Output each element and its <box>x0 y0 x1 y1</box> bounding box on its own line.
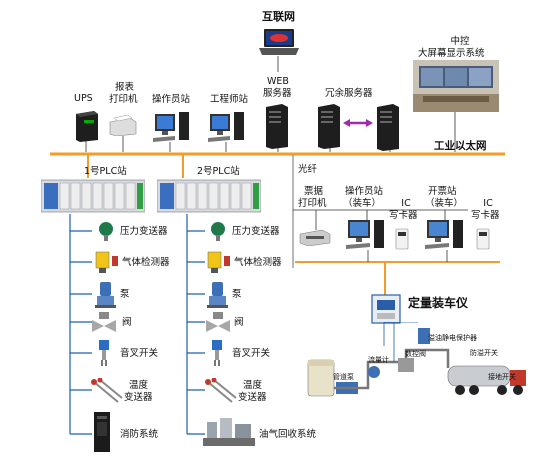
fiber-label: 光纤 <box>298 164 318 175</box>
valve-icon <box>206 312 230 332</box>
workstation-icon <box>208 112 244 142</box>
web-server-label-2: 服务器 <box>263 88 292 99</box>
pump-icon <box>95 282 116 308</box>
redundant-server-label: 冗余服务器 <box>325 88 373 99</box>
plc2-item-vapor-recovery: 油气回收系统 <box>259 429 317 440</box>
engineer-station-label: 工程师站 <box>210 94 249 105</box>
plc1-item-gas-detector: 气体检测器 <box>122 257 170 268</box>
ic-card-reader-icon <box>476 228 490 250</box>
plc1-item-valve: 阀 <box>122 317 132 328</box>
loading-process-diagram <box>307 322 526 397</box>
fire-protection-cabinet-icon <box>94 412 110 452</box>
loading-label-flow-meter: 流量计 <box>368 356 389 364</box>
plc2-item-valve: 阀 <box>234 317 244 328</box>
industrial-ethernet-label: 工业以太网 <box>434 140 487 152</box>
report-printer-label-2: 打印机 <box>109 94 138 105</box>
ticket-station-label-1: 开票站 <box>428 186 457 197</box>
valve-icon <box>92 312 116 332</box>
ic-reader-2-label-b: 写卡器 <box>471 210 500 221</box>
gas-detector-icon <box>95 251 118 273</box>
loading-label-control-valve: 数控阀 <box>405 350 426 358</box>
plc-rack-icon <box>157 179 261 213</box>
plc1-item-fire-system: 消防系统 <box>120 429 159 440</box>
plc2-item-pump: 泵 <box>232 289 242 300</box>
laptop-icon <box>259 29 299 55</box>
tuning-fork-switch-icon <box>212 340 222 366</box>
server-icon <box>266 104 288 149</box>
plc2-label: 2号PLC站 <box>197 166 240 177</box>
gas-detector-icon <box>207 251 230 273</box>
control-center-label-2: 大屏幕显示系统 <box>418 48 485 59</box>
plc1-item-tuning-fork-switch: 音叉开关 <box>120 348 159 359</box>
workstation-icon <box>425 220 463 249</box>
plc1-label: 1号PLC站 <box>84 166 127 177</box>
temperature-transmitter-icon <box>205 378 237 403</box>
loading-label-overfill-switch: 防溢开关 <box>470 349 498 357</box>
plc1-item-pressure-transmitter: 压力变送器 <box>120 226 168 237</box>
tuning-fork-switch-icon <box>99 340 109 366</box>
loading-label-pipeline-pump: 管道泵 <box>333 373 354 381</box>
ic-reader-1-label-b: 写卡器 <box>389 210 418 221</box>
plc2-item-gas-detector: 气体检测器 <box>234 257 282 268</box>
pump-icon <box>207 282 228 308</box>
workstation-icon <box>346 220 384 249</box>
report-printer-label-1: 报表 <box>115 82 135 93</box>
loading-controller-icon <box>371 294 401 324</box>
pressure-transmitter-icon <box>211 222 225 241</box>
operator-station-label: 操作员站 <box>152 94 191 105</box>
workstation-icon <box>153 112 189 142</box>
plc2-item-temperature-2: 变送器 <box>238 392 267 403</box>
printer-icon <box>299 229 331 246</box>
temperature-transmitter-icon <box>91 378 123 403</box>
plc2-item-temperature-1: 温度 <box>243 380 263 391</box>
vapor-recovery-unit-icon <box>203 418 255 446</box>
server-icon <box>377 104 399 151</box>
printer-icon <box>109 114 137 136</box>
plc1-item-temperature-2: 变送器 <box>124 392 153 403</box>
ticket-station-label-2: （装车） <box>425 198 464 209</box>
ic-card-reader-icon <box>395 228 409 250</box>
ups-icon <box>76 111 98 142</box>
plc1-item-temperature-1: 温度 <box>129 380 149 391</box>
pressure-transmitter-icon <box>99 222 113 241</box>
loading-operator-label-1: 操作员站 <box>345 186 384 197</box>
redundancy-arrow-icon <box>343 119 373 127</box>
plc2-item-pressure-transmitter: 压力变送器 <box>232 226 280 237</box>
web-server-label-1: WEB <box>267 76 289 87</box>
internet-label: 互联网 <box>262 10 295 23</box>
plc-rack-icon <box>41 179 145 213</box>
video-wall-image <box>413 60 499 112</box>
loading-operator-label-2: （装车） <box>343 198 382 209</box>
ic-reader-1-label-a: IC <box>401 198 411 209</box>
loading-label-static-protector: 溢油静电保护器 <box>428 334 477 342</box>
ups-label: UPS <box>74 93 93 104</box>
ic-reader-2-label-a: IC <box>483 198 493 209</box>
server-icon <box>318 104 340 149</box>
ticket-printer-label-2: 打印机 <box>298 198 327 209</box>
loading-instrument-title: 定量装车仪 <box>408 296 469 310</box>
ticket-printer-label-1: 票据 <box>304 186 324 197</box>
loading-label-ground-switch: 接地开关 <box>488 373 516 381</box>
control-center-label-1: 中控 <box>450 36 470 47</box>
plc1-item-pump: 泵 <box>120 289 130 300</box>
plc2-item-tuning-fork-switch: 音叉开关 <box>232 348 271 359</box>
